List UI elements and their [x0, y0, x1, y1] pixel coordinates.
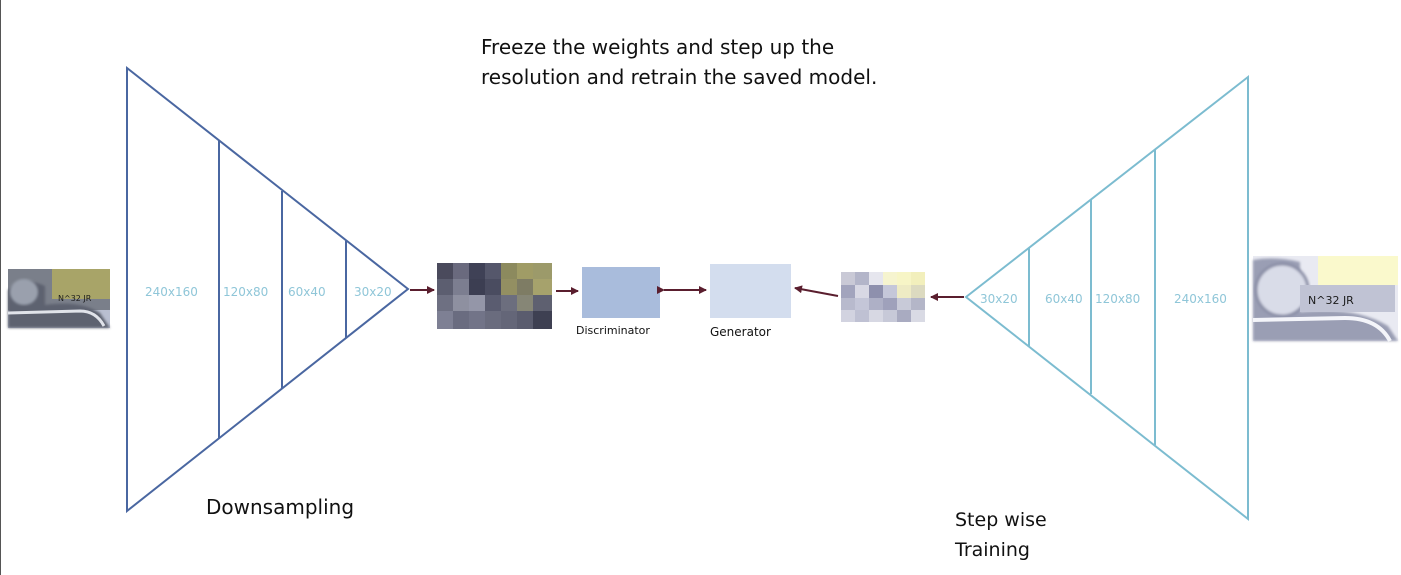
discriminator-box	[582, 267, 660, 318]
left-border-line	[0, 0, 1, 575]
downsampling-stage-label: 240x160	[145, 285, 198, 299]
generator-box	[710, 264, 791, 318]
downsampling-stage-label: 120x80	[223, 285, 268, 299]
stepwise-training-label: Step wise Training	[955, 509, 1047, 561]
stepwise-training-network: 30x20 60x40 120x80 240x160	[964, 74, 1249, 522]
freeze-weights-caption: Freeze the weights and step up the resol…	[481, 35, 878, 89]
upsampling-stage-label: 120x80	[1095, 292, 1140, 306]
upsampling-stage-label: 30x20	[980, 292, 1018, 306]
low-resolution-image-dark	[437, 263, 552, 329]
low-resolution-image-light	[841, 272, 925, 322]
output-image-text: N^32 JR	[1308, 294, 1354, 307]
input-image: N^32 JR	[7, 269, 110, 328]
upsampling-stage-label: 60x40	[1045, 292, 1083, 306]
upsampling-stage-label: 240x160	[1174, 292, 1227, 306]
output-image: N^32 JR	[1252, 256, 1398, 343]
input-image-text: N^32 JR	[58, 294, 92, 303]
generator-label: Generator	[710, 325, 771, 339]
upsampling-triangle	[964, 74, 1249, 522]
arrow	[794, 285, 839, 297]
downsampling-network: 240x160 120x80 60x40 30x20	[126, 65, 410, 514]
downsampling-triangle	[126, 65, 410, 514]
downsampling-stage-label: 60x40	[288, 285, 326, 299]
downsampling-label: Downsampling	[206, 495, 355, 519]
discriminator-label: Discriminator	[576, 324, 650, 337]
downsampling-stage-label: 30x20	[354, 285, 392, 299]
